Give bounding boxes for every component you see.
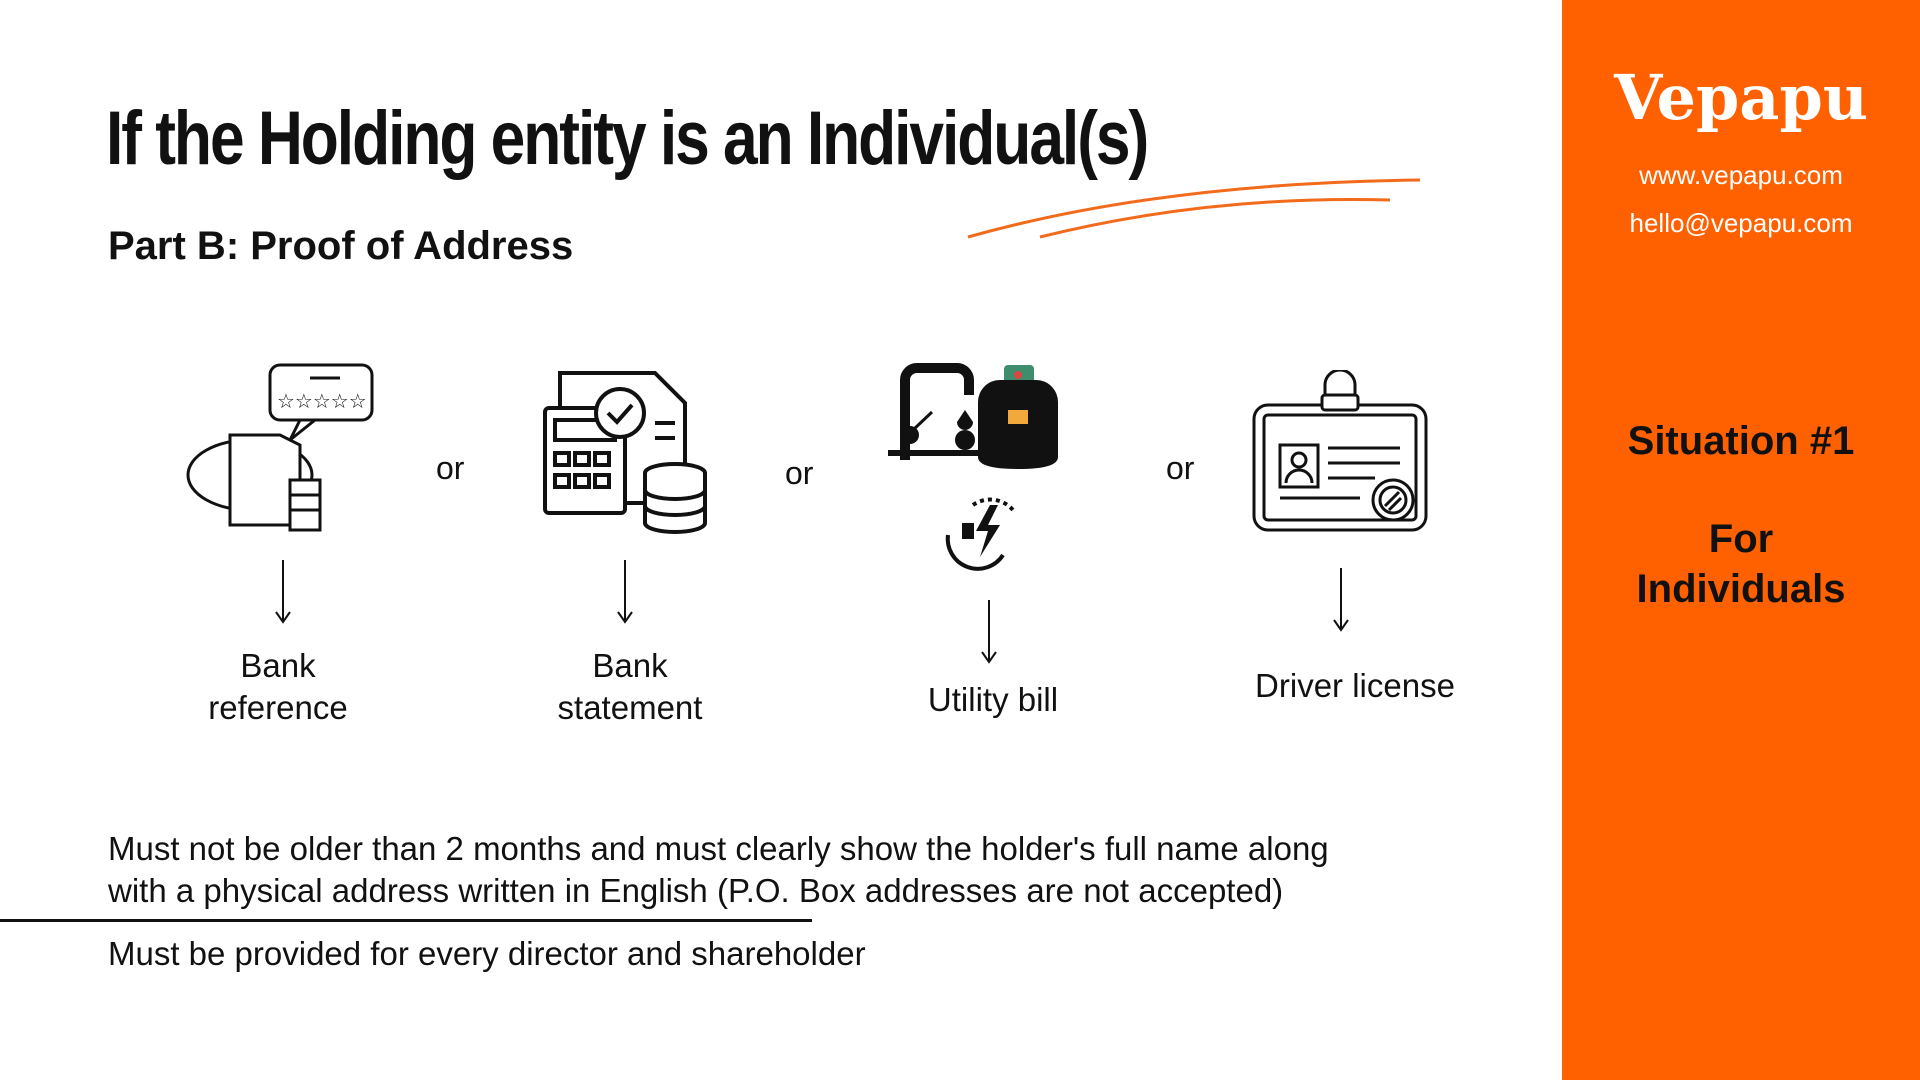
vepapu-logo: Vepapu <box>1614 61 1868 134</box>
note-line-2: with a physical address written in Engli… <box>108 872 1284 909</box>
faucet-icon <box>888 363 988 460</box>
or-separator: or <box>785 455 814 491</box>
email-link[interactable]: hello@vepapu.com <box>1629 208 1853 238</box>
bank-statement-icon <box>543 371 707 534</box>
situation-for: For <box>1708 517 1774 561</box>
label-driver-license: Driver license <box>1255 667 1455 704</box>
bank-reference-icon: ☆☆☆☆☆ <box>186 363 374 532</box>
situation-title: Situation #1 <box>1627 419 1855 463</box>
label-utility-bill: Utility bill <box>927 681 1059 718</box>
note-line-1: Must not be older than 2 months and must… <box>108 830 1329 867</box>
or-separator: or <box>1166 450 1195 486</box>
gas-cylinder-icon <box>978 365 1058 469</box>
divider <box>0 919 812 922</box>
or-separator: or <box>436 450 465 486</box>
website-link[interactable]: www.vepapu.com <box>1639 160 1843 190</box>
electric-plug-icon <box>945 497 1015 571</box>
brand-panel: Vepapu www.vepapu.com hello@vepapu.com S… <box>1562 0 1920 1080</box>
id-card-icon <box>1252 370 1428 532</box>
svg-text:☆☆☆☆☆: ☆☆☆☆☆ <box>277 391 367 413</box>
situation-who: Individuals <box>1636 567 1846 611</box>
arrows <box>275 560 1349 664</box>
underline-swoosh <box>967 178 1421 239</box>
note-line-3: Must be provided for every director and … <box>108 935 866 972</box>
page-title: If the Holding entity is an Individual(s… <box>106 96 1149 181</box>
utility-icons <box>888 363 1058 571</box>
subtitle: Part B: Proof of Address <box>108 224 574 268</box>
